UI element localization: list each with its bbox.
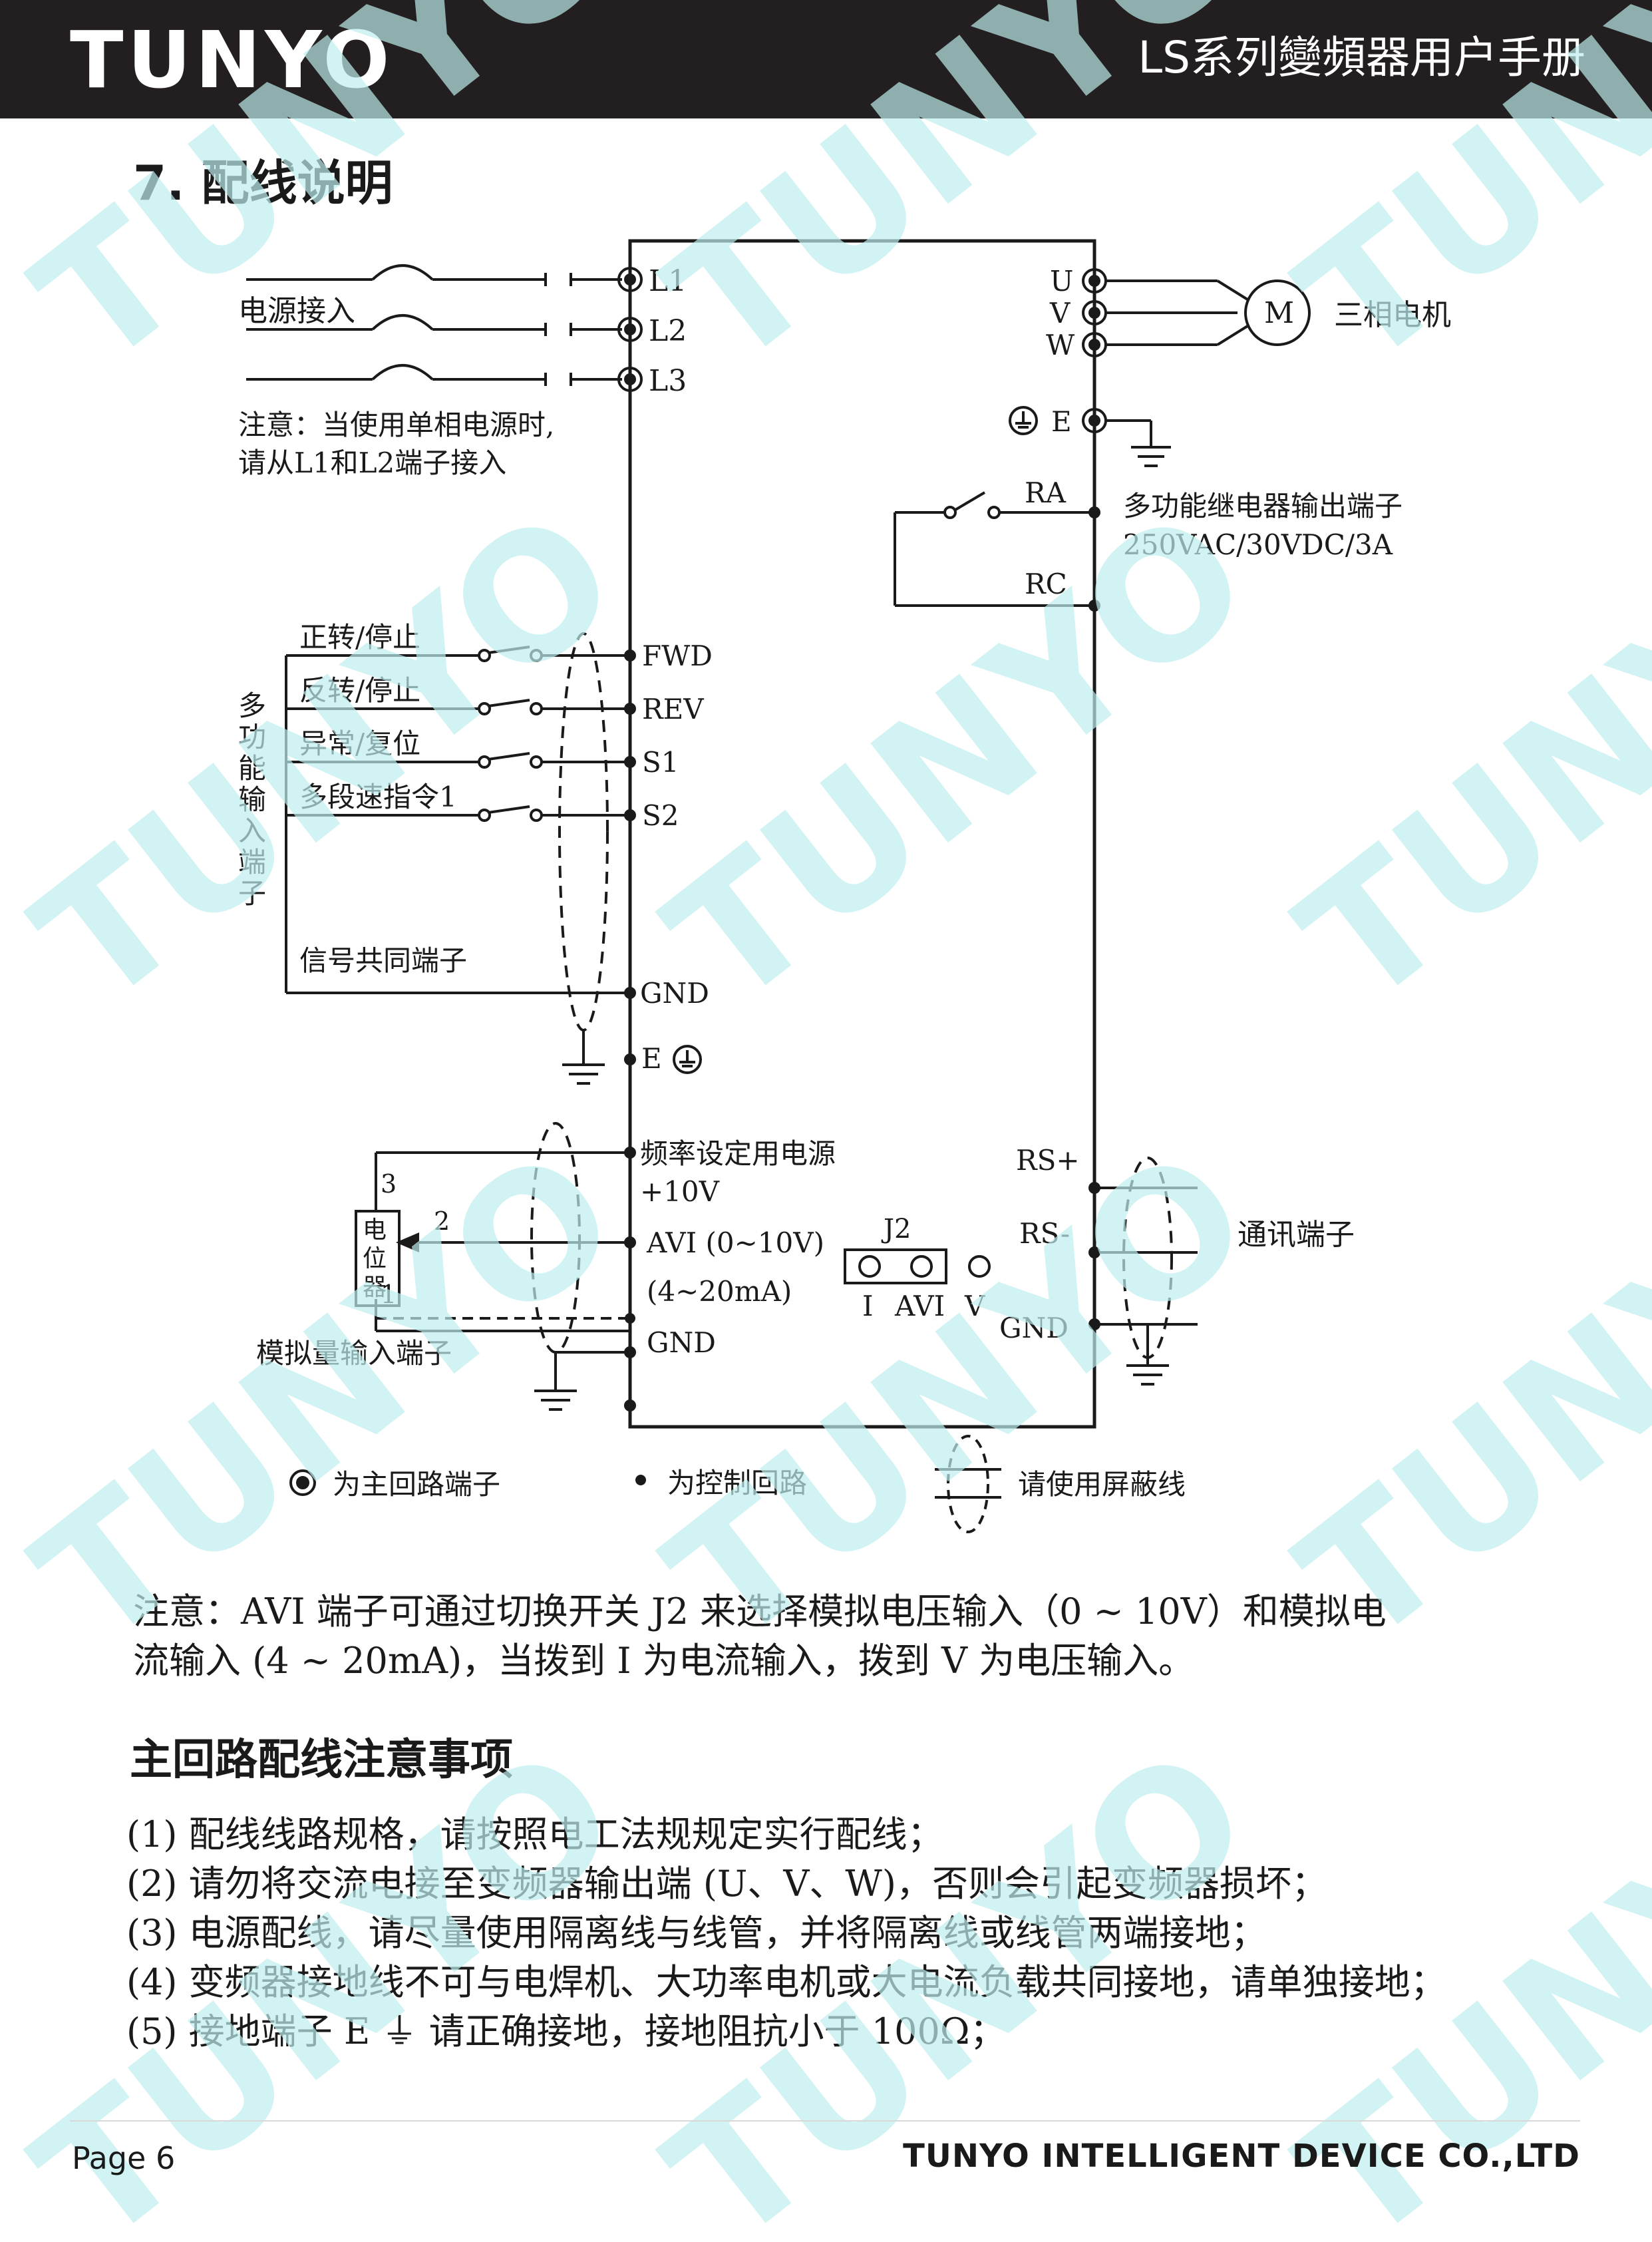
terminal-l2: L2 — [649, 314, 687, 348]
multi-input-wiring — [285, 632, 702, 1085]
svg-text:入: 入 — [238, 815, 266, 847]
comm-label: 通讯端子 — [1238, 1218, 1355, 1252]
current-range: (4~20mA) — [647, 1275, 792, 1308]
shield-ellipse — [558, 632, 609, 1031]
wiring-rules-list: (1) 配线线路规格，请按照电工法规规定实行配线； (2) 请勿将交流电接至变频… — [126, 1810, 1537, 2056]
supply-value: +10V — [640, 1175, 720, 1208]
input-s2-label: 多段速指令1 — [299, 781, 457, 813]
j2-pos-v: V — [964, 1290, 985, 1322]
terminal-w: W — [1046, 329, 1075, 361]
motor-label: 三相电机 — [1334, 298, 1451, 332]
terminal-s2: S2 — [642, 799, 679, 832]
relay-output — [894, 491, 1100, 612]
company-name: TUNYO INTELLIGENT DEVICE CO.,LTD — [903, 2138, 1580, 2175]
relay-label-line1: 多功能继电器输出端子 — [1123, 490, 1403, 522]
rule-item: (5) 接地端子 E ⏚ 请正确接地，接地阻抗小于 100Ω； — [126, 2010, 1006, 2052]
earth-symbol-icon — [673, 1045, 702, 1074]
main-terminal-icon — [289, 1469, 316, 1496]
terminal-comm-gnd: GND — [999, 1312, 1069, 1344]
power-note-line2: 请从L1和L2端子接入 — [238, 447, 506, 479]
pot-pin-1: 1 — [381, 1280, 397, 1309]
j2-label: J2 — [881, 1214, 911, 1244]
terminal-rs-minus: RS- — [1019, 1217, 1070, 1250]
pot-label: 电 位 器 — [363, 1216, 387, 1301]
legend-main-circuit — [289, 1469, 316, 1496]
svg-text:位: 位 — [363, 1245, 387, 1272]
relay-label-line2: 250VAC/30VDC/3A — [1123, 528, 1393, 561]
supply-label: 频率设定用电源 — [640, 1137, 836, 1170]
terminal-gnd: GND — [640, 977, 709, 1010]
terminal-e-power: E — [1051, 405, 1072, 438]
terminal-analog-gnd: GND — [647, 1326, 716, 1359]
input-rev-label: 反转/停止 — [299, 674, 420, 707]
svg-text:端: 端 — [238, 846, 266, 878]
subsection-title: 主回路配线注意事项 — [130, 1736, 513, 1785]
rule-item: (2) 请勿将交流电接至变频器输出端 (U、V、W)，否则会引起变频器损坏； — [126, 1863, 1327, 1905]
analog-input-wiring — [355, 1122, 636, 1411]
legend-control-label: 为控制回路 — [667, 1467, 807, 1499]
svg-text:输: 输 — [238, 783, 266, 816]
terminal-l1: L1 — [649, 264, 687, 298]
input-group-label: 多 功 能 输 入 端 子 — [238, 689, 266, 910]
shielded-wire-icon — [935, 1435, 1001, 1533]
svg-text:子: 子 — [238, 877, 266, 910]
terminal-s1: S1 — [642, 746, 679, 779]
svg-text:多: 多 — [238, 689, 266, 722]
common-terminal-label: 信号共同端子 — [299, 944, 467, 977]
j2-pos-avi: AVI — [894, 1290, 945, 1322]
ground-symbol-icon — [1009, 406, 1038, 435]
analog-group-label: 模拟量输入端子 — [256, 1337, 452, 1370]
terminal-rs-plus: RS+ — [1016, 1144, 1080, 1177]
power-input — [246, 264, 643, 392]
svg-text:电: 电 — [363, 1216, 387, 1244]
comm-wiring — [1088, 1157, 1198, 1386]
brand-logo: TUNYO — [70, 14, 394, 106]
terminal-rev: REV — [642, 693, 704, 725]
j2-pos-i: I — [862, 1290, 874, 1322]
svg-text:能: 能 — [238, 752, 266, 785]
avi-note-line2: 流输入 (4 ~ 20mA)，当拨到 I 为电流输入，拨到 V 为电压输入。 — [133, 1640, 1195, 1682]
avi-note: 注意：AVI 端子可通过切换开关 J2 来选择模拟电压输入（0 ~ 10V）和模… — [133, 1587, 1517, 1686]
manual-title: LS系列變頻器用户手册 — [1138, 32, 1585, 83]
svg-text:功: 功 — [238, 721, 266, 753]
wiring-diagram: L1 L2 L3 电源接入 注意：当使用单相电源时, 请从L1和L2端子接入 U… — [238, 239, 1451, 1533]
drive-box — [628, 239, 1096, 1429]
pot-pin-3: 3 — [381, 1169, 397, 1199]
j2-switch — [844, 1248, 991, 1284]
rule-item: (1) 配线线路规格，请按照电工法规规定实行配线； — [126, 1813, 943, 1855]
power-note-line1: 注意：当使用单相电源时, — [238, 409, 554, 441]
rule-item: (3) 电源配线，请尽量使用隔离线与线管，并将隔离线或线管两端接地； — [126, 1912, 1267, 1954]
terminal-ra: RA — [1025, 476, 1067, 509]
input-fwd-label: 正转/停止 — [299, 621, 420, 654]
power-ground — [1009, 406, 1171, 467]
motor-output — [1082, 268, 1311, 357]
pot-pin-2: 2 — [434, 1207, 450, 1236]
rule-item: (4) 变频器接地线不可与电焊机、大功率电机或大电流负载共同接地，请单独接地； — [126, 1961, 1446, 2003]
motor-symbol-icon — [1244, 280, 1311, 346]
page-header: TUNYO LS系列變頻器用户手册 — [0, 0, 1652, 118]
footer-divider — [70, 2120, 1580, 2122]
terminal-e-control: E — [641, 1042, 662, 1075]
terminal-l3: L3 — [649, 364, 687, 398]
control-terminal-icon — [635, 1475, 646, 1485]
page-number: Page 6 — [72, 2140, 176, 2176]
section-title: 7. 配线说明 — [133, 155, 393, 211]
terminal-fwd: FWD — [642, 640, 713, 672]
input-s1-label: 异常/复位 — [299, 727, 420, 760]
potentiometer — [355, 1210, 401, 1307]
terminal-rc: RC — [1025, 568, 1067, 600]
motor-symbol-label: M — [1264, 296, 1294, 330]
avi-note-line1: 注意：AVI 端子可通过切换开关 J2 来选择模拟电压输入（0 ~ 10V）和模… — [133, 1590, 1387, 1632]
terminal-u: U — [1050, 265, 1073, 297]
legend-main-label: 为主回路端子 — [333, 1468, 500, 1501]
terminal-v: V — [1049, 297, 1071, 329]
terminal-avi: AVI (0~10V) — [646, 1226, 824, 1259]
legend-shielded-label: 请使用屏蔽线 — [1018, 1468, 1186, 1501]
svg-text:器: 器 — [363, 1274, 387, 1301]
power-input-label: 电源接入 — [238, 294, 355, 328]
